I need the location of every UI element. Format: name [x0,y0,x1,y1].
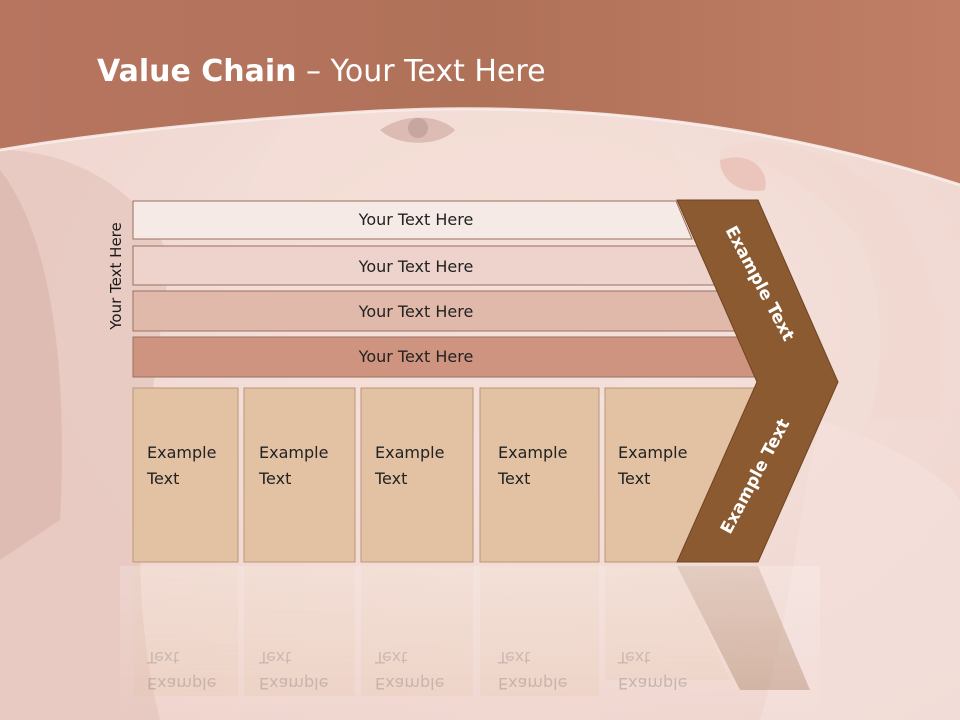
activity-box-5-line2: Text [617,469,650,488]
activity-box-3[interactable]: Example Text [360,387,474,563]
support-bar-4[interactable]: Your Text Here [132,336,765,378]
activity-box-4[interactable]: Example Text [479,387,600,563]
support-bar-1[interactable]: Your Text Here [132,200,693,240]
support-bar-3[interactable]: Your Text Here [132,290,741,332]
slide-title: Value Chain – Your Text Here [97,54,546,89]
support-bar-2[interactable]: Your Text Here [132,245,716,286]
activity-box-2-line1: Example [259,443,328,462]
activity-box-1-line1: Example [147,443,216,462]
activity-box-5-line1: Example [618,443,687,462]
title-rest: – Your Text Here [296,54,546,89]
diagram-reflection: Text Example Text Example Text Example T… [120,566,820,720]
margin-chevron[interactable]: Example Text Example Text [676,199,839,563]
activity-box-5[interactable]: Example Text [604,387,762,563]
activity-box-1-line2: Text [146,469,179,488]
activity-box-1[interactable]: Example Text [132,387,239,563]
title-bold: Value Chain [97,54,297,89]
support-bar-3-label: Your Text Here [358,302,474,321]
activity-box-3-line2: Text [374,469,407,488]
activity-box-2-line2: Text [258,469,291,488]
activity-box-3-line1: Example [375,443,444,462]
support-bar-2-label: Your Text Here [358,257,474,276]
support-bar-4-label: Your Text Here [358,347,474,366]
support-bar-1-label: Your Text Here [358,210,474,229]
activity-box-2[interactable]: Example Text [243,387,356,563]
activity-box-4-line2: Text [497,469,530,488]
activity-box-4-line1: Example [498,443,567,462]
